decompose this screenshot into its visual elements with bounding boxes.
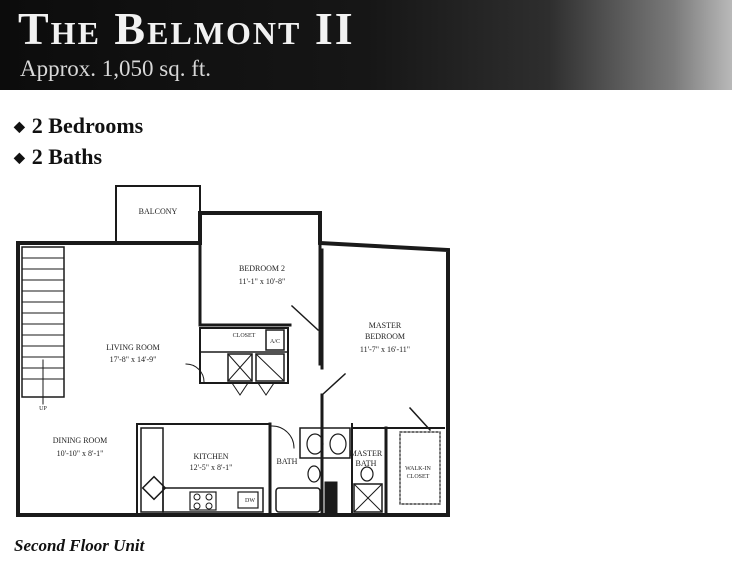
closet-door-right <box>257 382 275 396</box>
stair-treads <box>21 257 65 380</box>
stove <box>189 491 217 511</box>
master-bedroom-label-2: BEDROOM <box>365 332 405 341</box>
ac-label: A/C <box>270 339 280 345</box>
bath-door <box>271 425 295 449</box>
master-toilet <box>360 466 374 482</box>
shower <box>353 483 383 513</box>
master-bedroom-size: 11'-7" x 16'-11" <box>360 345 410 354</box>
diamond-bullet-icon: ◆ <box>14 120 25 135</box>
kitchen-counter-bottom <box>162 487 264 513</box>
closet-shelf <box>399 431 441 505</box>
balcony-label: BALCONY <box>139 207 178 216</box>
master-bath-label: MASTER <box>350 449 383 458</box>
living-room-size: 17'-8" x 14'-9" <box>110 355 157 364</box>
dishwasher-label: DW <box>245 498 255 504</box>
master-bath-label-2: BATH <box>356 459 377 468</box>
bedroom2-door <box>290 304 320 332</box>
dryer <box>255 353 285 382</box>
dining-room-size: 10'-10" x 8'-1" <box>57 449 104 458</box>
square-footage: Approx. 1,050 sq. ft. <box>20 56 212 81</box>
balcony-outline <box>115 185 201 244</box>
toilet <box>307 465 321 483</box>
room-labels: BALCONY BEDROOM 2 11'-1" x 10'-8" LIVING… <box>39 207 431 504</box>
ac-unit <box>265 329 285 351</box>
sink <box>141 475 167 501</box>
feature-baths: ◆ 2 Baths <box>14 143 143 174</box>
footer-caption: Second Floor Unit <box>14 536 145 555</box>
master-bedroom-label: MASTER <box>369 321 402 330</box>
feature-bedrooms: ◆ 2 Bedrooms <box>14 112 143 143</box>
entry-door <box>185 363 205 383</box>
feature-label: 2 Baths <box>31 144 103 169</box>
master-door <box>320 372 347 397</box>
closet-door-left <box>231 382 249 396</box>
living-room-label: LIVING ROOM <box>106 343 160 352</box>
outer-wall <box>16 211 450 517</box>
feature-label: 2 Bedrooms <box>31 113 144 138</box>
washer <box>227 353 253 382</box>
bath-divider <box>324 481 338 516</box>
title-banner: The Belmont II Approx. 1,050 sq. ft. <box>0 0 732 90</box>
walk-in-closet-label-2: CLOSET <box>407 474 430 480</box>
bathtub <box>275 487 321 513</box>
vanity <box>299 427 351 459</box>
dining-room-label: DINING ROOM <box>53 436 107 445</box>
kitchen-size: 12'-5" x 8'-1" <box>190 463 233 472</box>
kitchen-label: KITCHEN <box>193 452 228 461</box>
bedroom2-size: 11'-1" x 10'-8" <box>239 277 285 286</box>
plan-title: The Belmont II <box>18 3 355 54</box>
feature-list: ◆ 2 Bedrooms ◆ 2 Baths <box>14 112 143 174</box>
stairs-up-label: UP <box>39 406 47 412</box>
dishwasher <box>237 491 259 509</box>
closet-label: CLOSET <box>233 333 256 339</box>
utility-block <box>199 327 289 384</box>
bedroom2-label: BEDROOM 2 <box>239 264 285 273</box>
master-closet-door <box>408 406 432 432</box>
kitchen-counter-left <box>140 427 164 513</box>
bath-label: BATH <box>277 457 298 466</box>
diamond-bullet-icon: ◆ <box>14 151 25 166</box>
walk-in-closet-label: WALK-IN <box>405 466 431 472</box>
